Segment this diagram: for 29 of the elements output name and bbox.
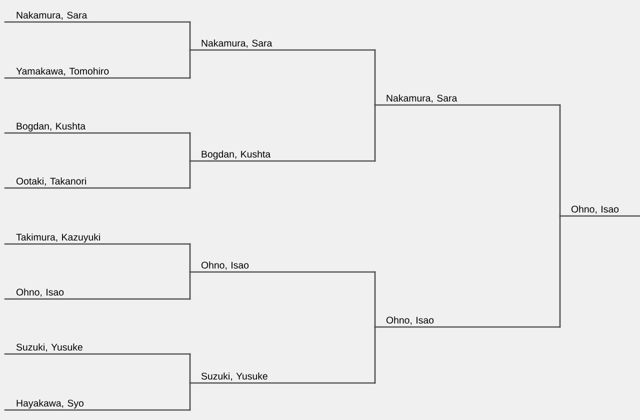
bracket-line xyxy=(374,326,376,384)
player-slot: Bogdan, Kushta xyxy=(4,122,191,134)
bracket-line xyxy=(189,382,191,411)
player-slot: Ohno, Isao xyxy=(374,316,561,328)
bracket-line xyxy=(374,271,376,328)
bracket-line xyxy=(559,104,561,217)
player-slot: Ohno, Isao xyxy=(559,205,640,217)
bracket-line xyxy=(374,104,376,162)
bracket-line xyxy=(189,21,191,51)
player-slot: Nakamura, Sara xyxy=(189,39,376,51)
player-slot: Bogdan, Kushta xyxy=(189,150,376,162)
player-slot: Ootaki, Takanori xyxy=(4,177,191,189)
bracket-line xyxy=(189,132,191,162)
bracket-line xyxy=(189,271,191,300)
bracket-line xyxy=(189,49,191,79)
player-slot: Hayakawa, Syo xyxy=(4,399,191,411)
bracket-line xyxy=(559,215,561,328)
player-slot: Nakamura, Sara xyxy=(4,11,191,23)
player-slot: Takimura, Kazuyuki xyxy=(4,233,191,245)
player-slot: Ohno, Isao xyxy=(189,261,376,273)
bracket-line xyxy=(189,353,191,384)
player-slot: Nakamura, Sara xyxy=(374,94,561,106)
bracket-line xyxy=(189,243,191,273)
bracket-line xyxy=(374,49,376,106)
player-slot: Suzuki, Yusuke xyxy=(4,343,191,355)
player-slot: Yamakawa, Tomohiro xyxy=(4,67,191,79)
bracket-line xyxy=(189,160,191,189)
player-slot: Suzuki, Yusuke xyxy=(189,372,376,384)
player-slot: Ohno, Isao xyxy=(4,288,191,300)
